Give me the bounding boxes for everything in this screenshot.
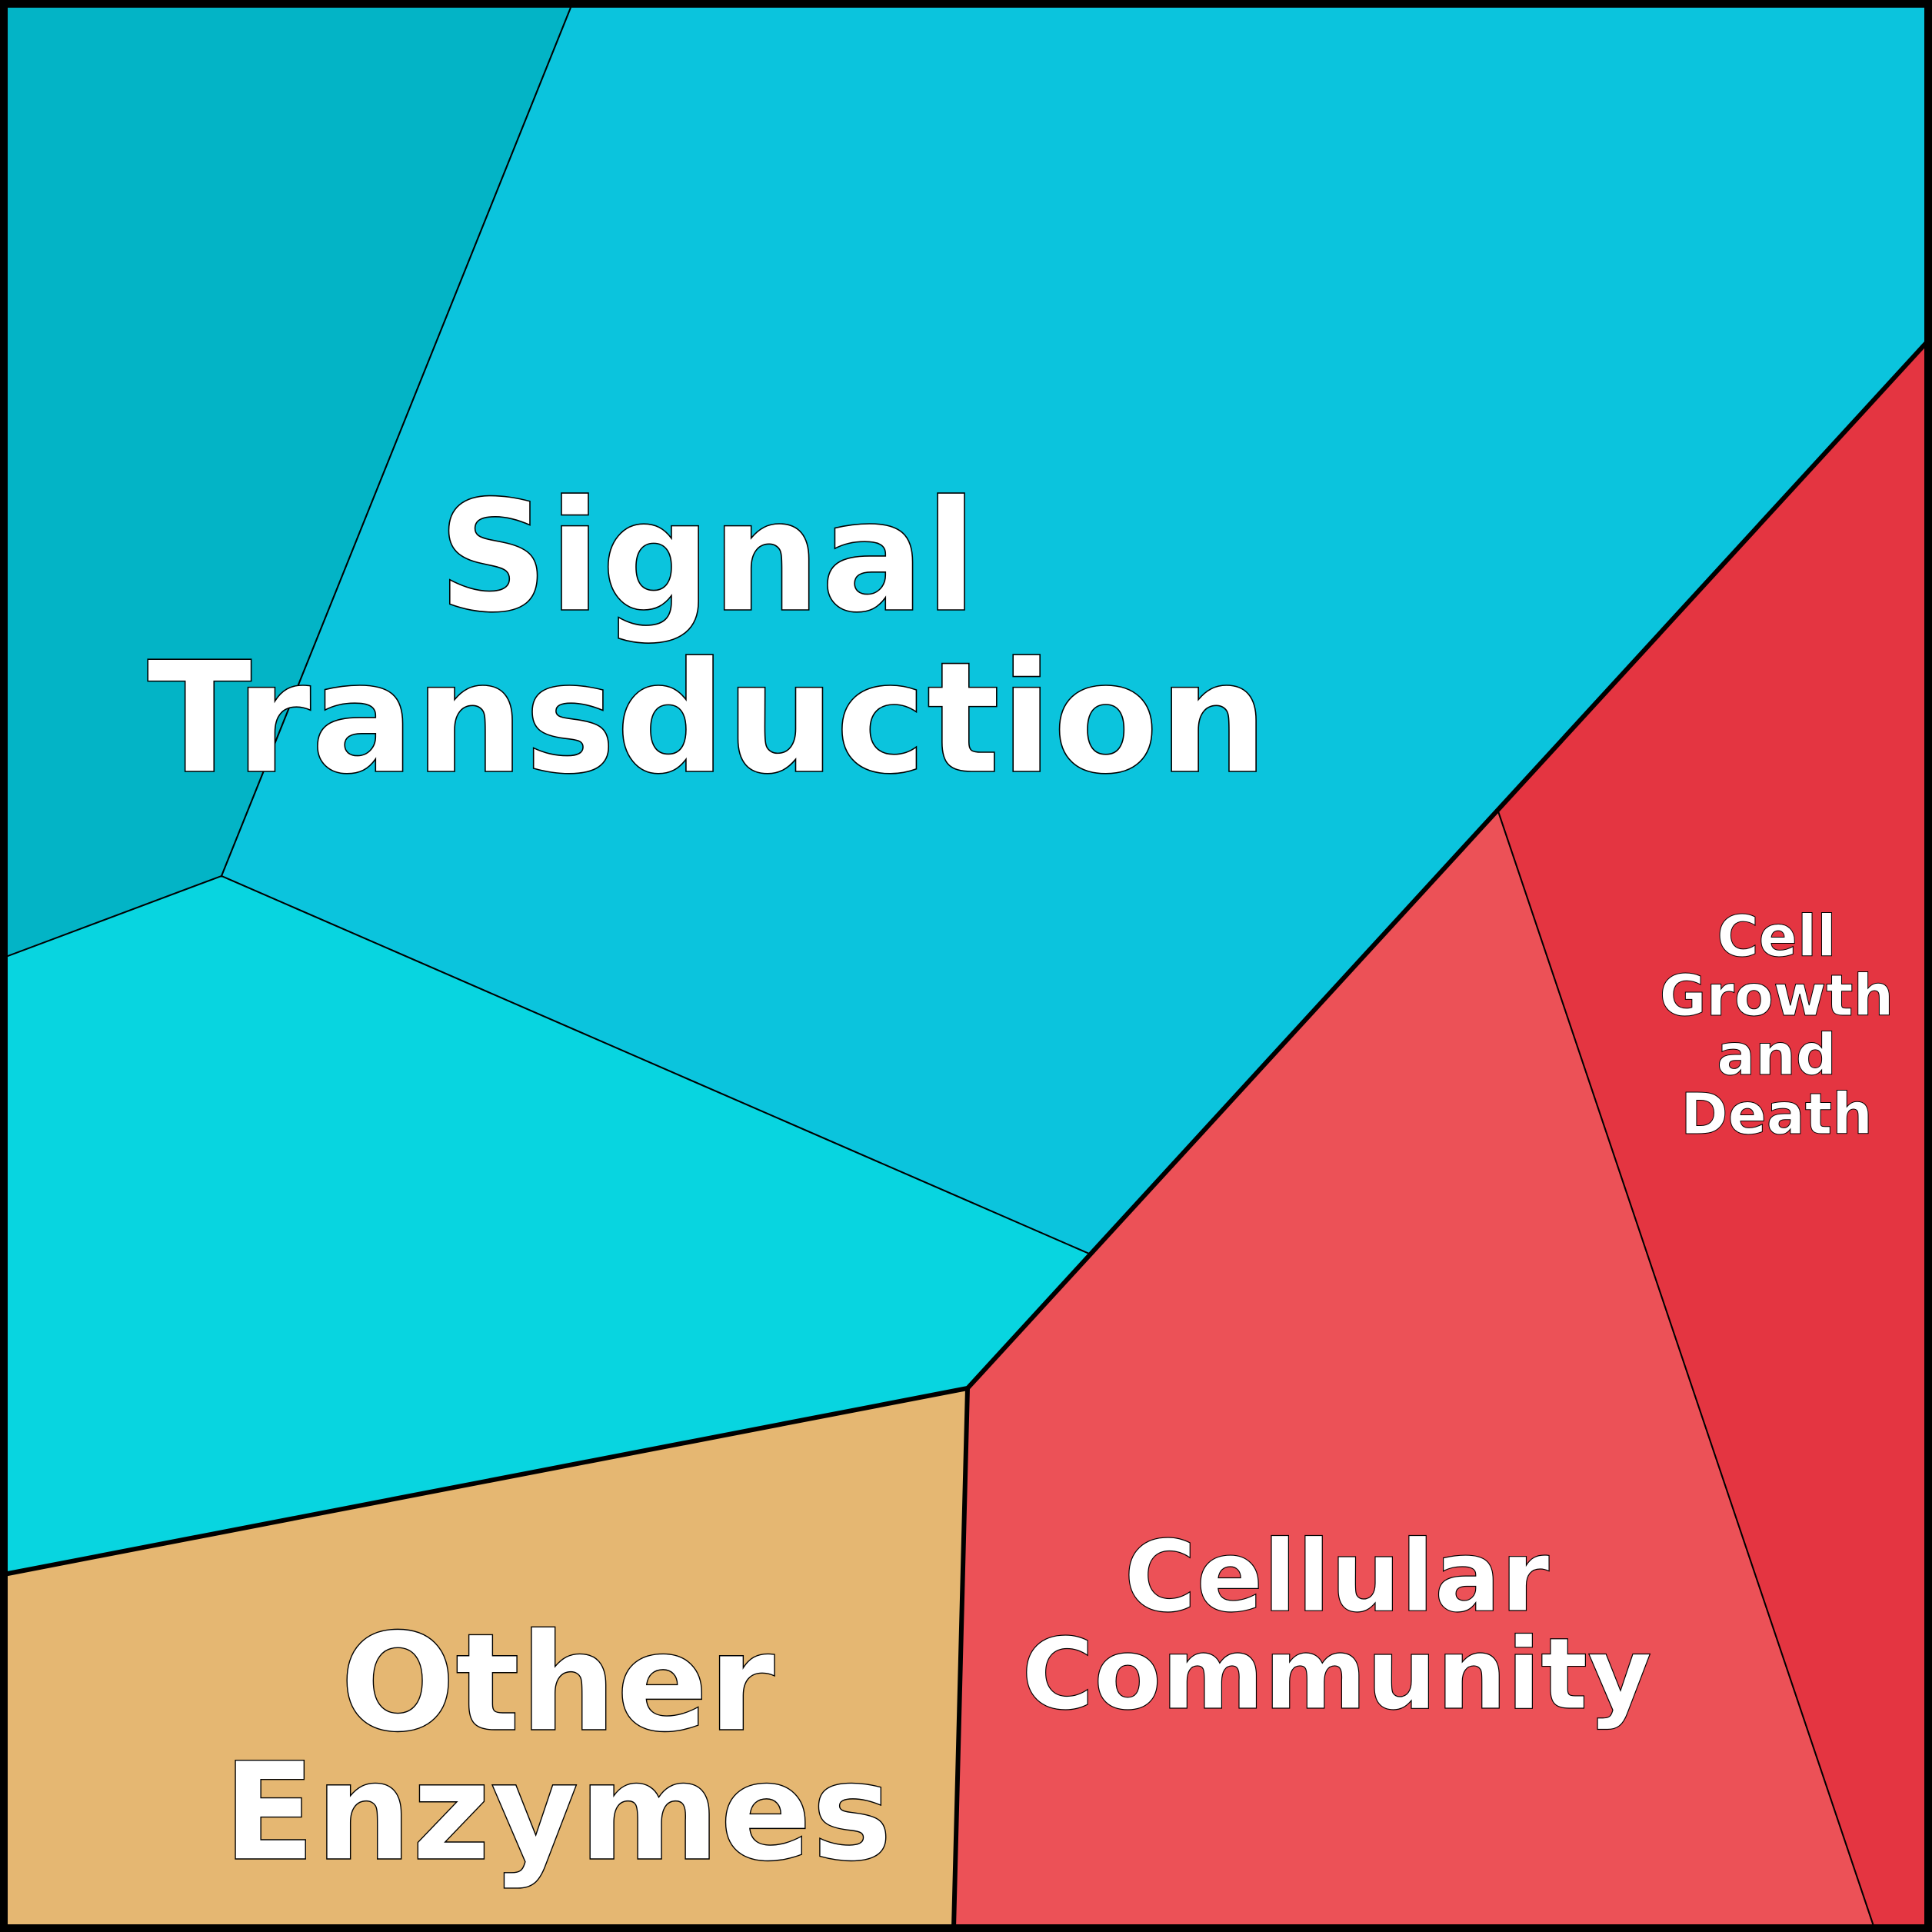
cell-label-line: Signal — [438, 468, 978, 647]
group-border-line — [951, 1386, 970, 1930]
group-border-line — [2, 1386, 970, 1577]
cell-label-line: Transduction — [147, 629, 1268, 808]
group-border-line — [965, 338, 1930, 1391]
cells-layer — [3, 3, 1929, 1929]
cell-label-line: and — [1717, 1022, 1837, 1088]
group-borders — [2, 338, 1930, 1930]
cell-label-line: Growth — [1660, 963, 1894, 1029]
cell-label-line: Cellular — [1124, 1520, 1550, 1634]
cell-label-line: Other — [340, 1604, 774, 1762]
cell-label-line: Enzymes — [223, 1734, 892, 1891]
cell-label-line: Community — [1021, 1617, 1651, 1732]
cell-label-line: Cell — [1717, 904, 1836, 970]
cell-label-line: Death — [1681, 1081, 1873, 1148]
